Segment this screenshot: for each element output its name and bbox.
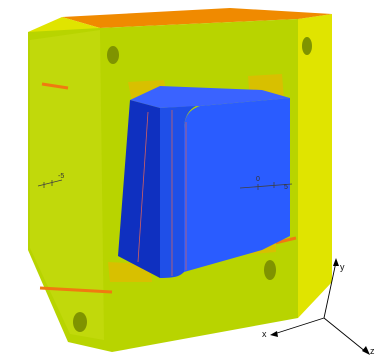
axis-x-label: x bbox=[262, 329, 267, 339]
hole-top-left-icon bbox=[107, 46, 119, 64]
dimension-label-right-b: 5 bbox=[284, 184, 288, 191]
dimension-mark-left: -5 bbox=[37, 173, 64, 188]
hole-bottom-left-icon bbox=[73, 312, 87, 332]
hole-top-right-icon bbox=[302, 37, 312, 55]
plate-front-highlight bbox=[30, 30, 104, 340]
dimension-label-right-a: 0 bbox=[256, 176, 260, 183]
axis-y-label: y bbox=[340, 262, 345, 272]
hole-bottom-right-icon bbox=[264, 260, 276, 280]
core-rim-face bbox=[184, 98, 290, 272]
core-top-face bbox=[130, 86, 290, 108]
axis-z-label: z bbox=[370, 346, 375, 356]
plate-edge-mark-left bbox=[41, 82, 69, 90]
core-feature-line-1 bbox=[137, 111, 149, 263]
plate-edge-mark-bottom bbox=[39, 286, 113, 294]
dimension-label-left: -5 bbox=[58, 173, 64, 180]
plate-side-face bbox=[298, 14, 332, 318]
axis-triad: y x z bbox=[262, 258, 375, 356]
core-side-face bbox=[118, 100, 160, 278]
core-front-face bbox=[160, 106, 196, 278]
plate-top-face bbox=[62, 8, 332, 28]
dimension-mark-right: 0 5 bbox=[239, 176, 293, 191]
